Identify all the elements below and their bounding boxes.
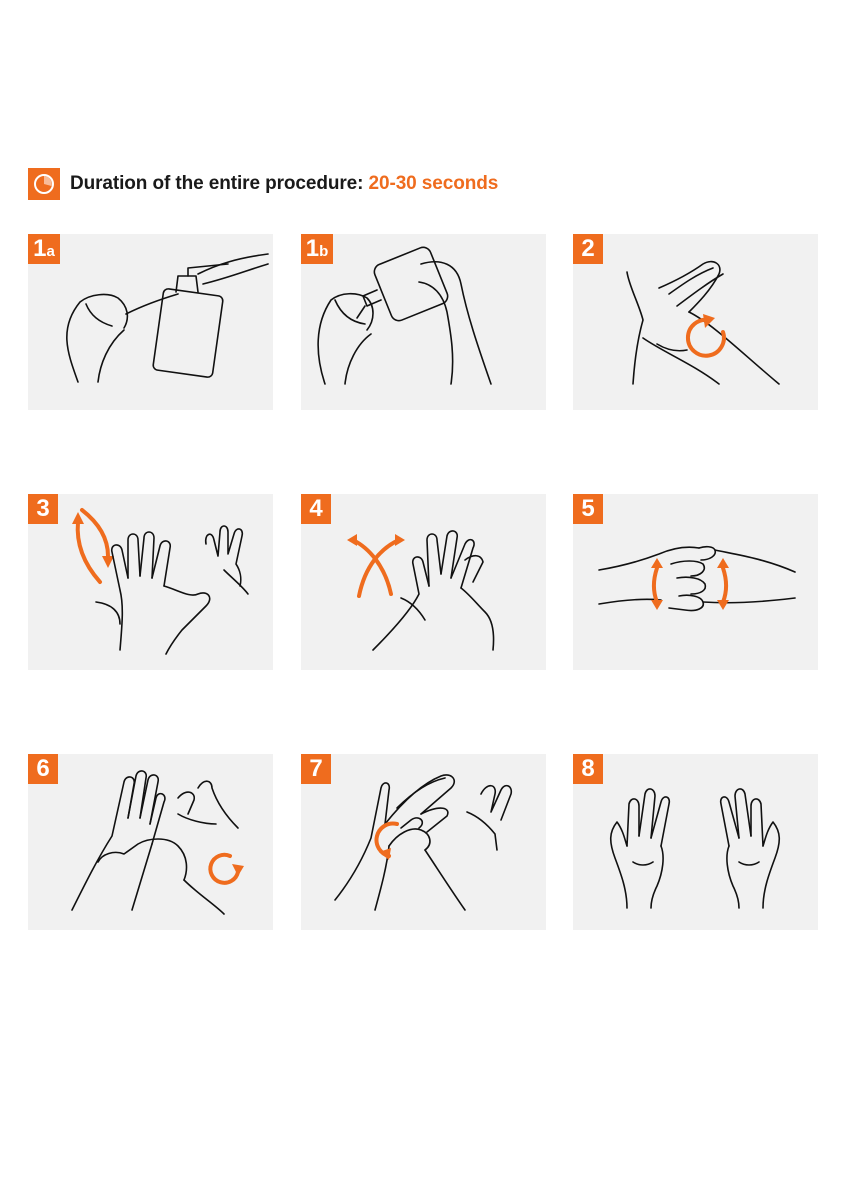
title-text: Duration of the entire procedure: <box>70 173 364 194</box>
step-badge: 8 <box>573 754 603 784</box>
thumb-rotational-rub-icon <box>71 770 244 915</box>
step-badge: 3 <box>28 494 58 524</box>
fingertips-rotational-rub-icon <box>334 774 513 911</box>
palm-to-palm-rub-icon <box>626 260 780 385</box>
step-7-panel: 7 <box>301 754 546 930</box>
step-1b-panel: 1b <box>301 234 546 410</box>
bottle-pour-hands-icon <box>317 246 492 385</box>
palm-over-back-interlaced-icon <box>72 508 249 655</box>
page-title: Duration of the entire procedure: 20-30 … <box>70 173 498 195</box>
backs-of-fingers-icon <box>598 545 796 612</box>
clock-icon <box>28 168 60 200</box>
step-badge: 2 <box>573 234 603 264</box>
step-1a-panel: 1a <box>28 234 273 410</box>
step-badge: 5 <box>573 494 603 524</box>
step-2-panel: 2 <box>573 234 818 410</box>
step-badge: 7 <box>301 754 331 784</box>
step-5-panel: 5 <box>573 494 818 670</box>
step-badge: 1a <box>28 234 60 264</box>
open-dry-hands-icon <box>609 788 781 909</box>
step-badge: 6 <box>28 754 58 784</box>
palm-to-palm-interlaced-icon <box>347 530 495 651</box>
step-6-panel: 6 <box>28 754 273 930</box>
header: Duration of the entire procedure: 20-30 … <box>28 168 498 200</box>
step-badge: 1b <box>301 234 333 264</box>
duration-text: 20-30 seconds <box>368 173 499 194</box>
step-8-panel: 8 <box>573 754 818 930</box>
step-3-panel: 3 <box>28 494 273 670</box>
step-4-panel: 4 <box>301 494 546 670</box>
dispenser-pump-hands-icon <box>66 253 269 383</box>
step-badge: 4 <box>301 494 331 524</box>
